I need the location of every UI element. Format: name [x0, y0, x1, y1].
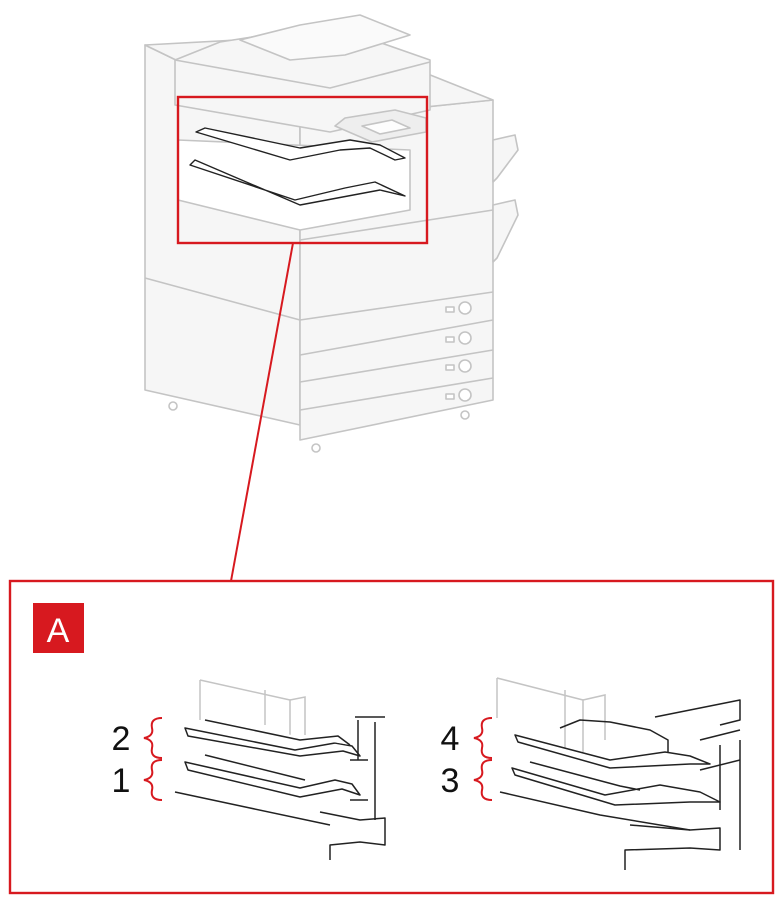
- control-panel-screen: [361, 119, 411, 135]
- printer-output-tray-lower: [189, 159, 406, 206]
- detail-left: 2 1: [112, 679, 386, 860]
- tray-4-shape: [514, 734, 711, 769]
- printer-illustration: [144, 14, 519, 453]
- leader-line: [230, 242, 294, 582]
- cabinet-line-top: [299, 209, 494, 241]
- document-feeder-top: [174, 59, 431, 89]
- tray-number-3: 3: [441, 762, 460, 800]
- detail-right-background: [496, 677, 606, 752]
- bracket-tray-2: [143, 717, 163, 759]
- casters: [168, 401, 470, 453]
- callout-badge-label: A: [47, 612, 70, 650]
- highlight-box: [176, 95, 429, 245]
- callout-badge-bg: [33, 603, 84, 653]
- detail-right-trays: [499, 699, 741, 870]
- tray-number-2: 2: [112, 720, 131, 758]
- tray-2-shape: [184, 727, 361, 757]
- bracket-tray-3: [473, 759, 493, 801]
- bracket-tray-1: [143, 759, 163, 801]
- feeder-input-tray: [239, 14, 411, 61]
- drawer-handles: [445, 301, 472, 402]
- cabinet-line-1: [144, 277, 494, 321]
- detail-left-background: [199, 679, 306, 735]
- cabinet-line-4: [299, 377, 494, 411]
- detail-right: 4 3: [441, 677, 741, 870]
- finisher-tray-lower: [492, 199, 519, 263]
- printer-output-tray-upper: [195, 127, 406, 161]
- finisher-tray-upper: [492, 134, 519, 183]
- detail-callout-box: [8, 579, 775, 895]
- detail-left-trays: [174, 716, 386, 860]
- printer-output-trays: [189, 127, 406, 206]
- bracket-tray-4: [473, 717, 493, 759]
- tray-number-1: 1: [112, 762, 131, 800]
- tray-number-4: 4: [441, 720, 460, 758]
- callout-badge: A: [33, 603, 84, 653]
- cabinet-line-3: [299, 349, 494, 383]
- tray-1-shape: [184, 761, 361, 798]
- cabinet-line-2: [299, 319, 494, 356]
